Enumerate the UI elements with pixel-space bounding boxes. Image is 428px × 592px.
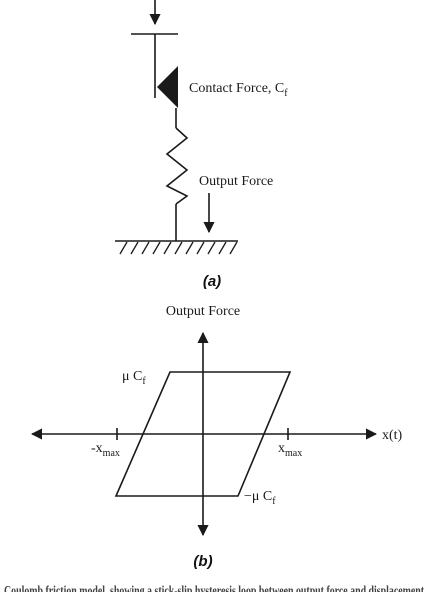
pos-xmax-label: xmax: [278, 441, 302, 459]
spring-icon: [165, 127, 189, 205]
x-axis-label: x(t): [382, 428, 403, 443]
caption-b: (b): [193, 553, 212, 570]
output-force-label-b: Output Force: [166, 304, 240, 319]
figure-caption-fragment: Coulomb friction model, showing a stick-…: [4, 584, 424, 592]
panel-a-spring-model: Contact Force, Cf Output Force (a): [115, 0, 288, 290]
friction-wedge-icon: [157, 66, 178, 108]
neg-xmax-label: -xmax: [91, 441, 120, 459]
hysteresis-loop: [114, 371, 292, 497]
caption-a: (a): [203, 273, 221, 290]
panel-b-hysteresis-plot: Output Force x(t) μ Cf −μ Cf -xmax xmax …: [30, 304, 403, 570]
upper-level-label: μ Cf: [122, 369, 146, 387]
lower-level-label: −μ Cf: [244, 489, 276, 507]
ground-hatch: [119, 241, 238, 255]
contact-force-label: Contact Force, Cf: [189, 81, 288, 99]
output-force-label-a: Output Force: [199, 174, 273, 189]
